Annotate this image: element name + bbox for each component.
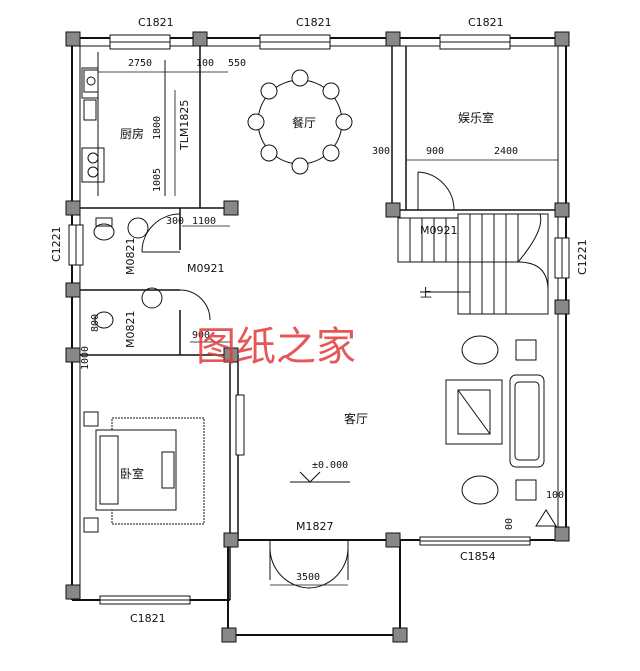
dim-1005: 1005	[152, 168, 163, 192]
dim-1800: 1800	[152, 116, 163, 140]
dim-3500: 3500	[296, 572, 320, 583]
room-living: 客厅	[344, 411, 368, 426]
basin-icon	[127, 217, 163, 309]
dimension-lines	[98, 71, 558, 586]
door-swing-icon	[141, 171, 455, 589]
sofa-icon	[445, 335, 545, 505]
door-label-1: M0921	[187, 262, 225, 275]
door-label-front: M1827	[296, 520, 334, 533]
elevation-marker	[290, 471, 350, 483]
dim-1100: 1100	[192, 216, 216, 227]
toilet-icon	[93, 217, 115, 329]
window-openings	[68, 34, 570, 605]
dim-550: 550	[228, 58, 246, 69]
dim-900-living: 900	[192, 330, 210, 341]
dim-800: 800	[90, 314, 101, 332]
room-dining: 餐厅	[292, 115, 316, 130]
dim-1000: 1000	[80, 346, 91, 370]
dim-2750: 2750	[128, 58, 152, 69]
door-label-3: M0921	[420, 224, 458, 237]
dim-300: 300	[166, 216, 184, 227]
counter-label: TLM1825	[178, 100, 191, 151]
gas-stove-icon	[81, 147, 105, 183]
window-label-top-right: C1821	[468, 16, 504, 29]
bed-icon	[83, 411, 205, 533]
watermark: 图纸之家	[196, 324, 356, 370]
dim-2400: 2400	[494, 146, 518, 157]
window-label-right: C1221	[576, 239, 589, 275]
door-label-2: M0821	[124, 238, 137, 276]
dim-100-right: 100	[546, 490, 564, 501]
stairs-up-label: 上	[420, 286, 432, 300]
room-kitchen: 厨房	[120, 126, 144, 141]
window-label-top-mid: C1821	[296, 16, 332, 29]
dim-00: 00	[504, 518, 515, 530]
dim-300-ent: 300	[372, 146, 390, 157]
stairs-icon	[397, 213, 549, 315]
door-label-4: M0821	[124, 311, 137, 349]
window-label-left: C1221	[50, 226, 63, 262]
dim-900: 900	[426, 146, 444, 157]
dining-table-icon	[247, 69, 353, 175]
window-label-bottom-right: C1854	[460, 550, 496, 563]
sink-icon	[83, 69, 99, 93]
room-entertainment: 娱乐室	[458, 110, 494, 125]
elevation-label: ±0.000	[312, 460, 348, 471]
room-bedroom: 卧室	[120, 466, 144, 481]
warning-triangle-icon	[535, 509, 557, 527]
structural-columns	[65, 31, 570, 643]
dim-100-top: 100	[196, 58, 214, 69]
window-label-top-left: C1821	[138, 16, 174, 29]
window-label-bottom-left: C1821	[130, 612, 166, 625]
